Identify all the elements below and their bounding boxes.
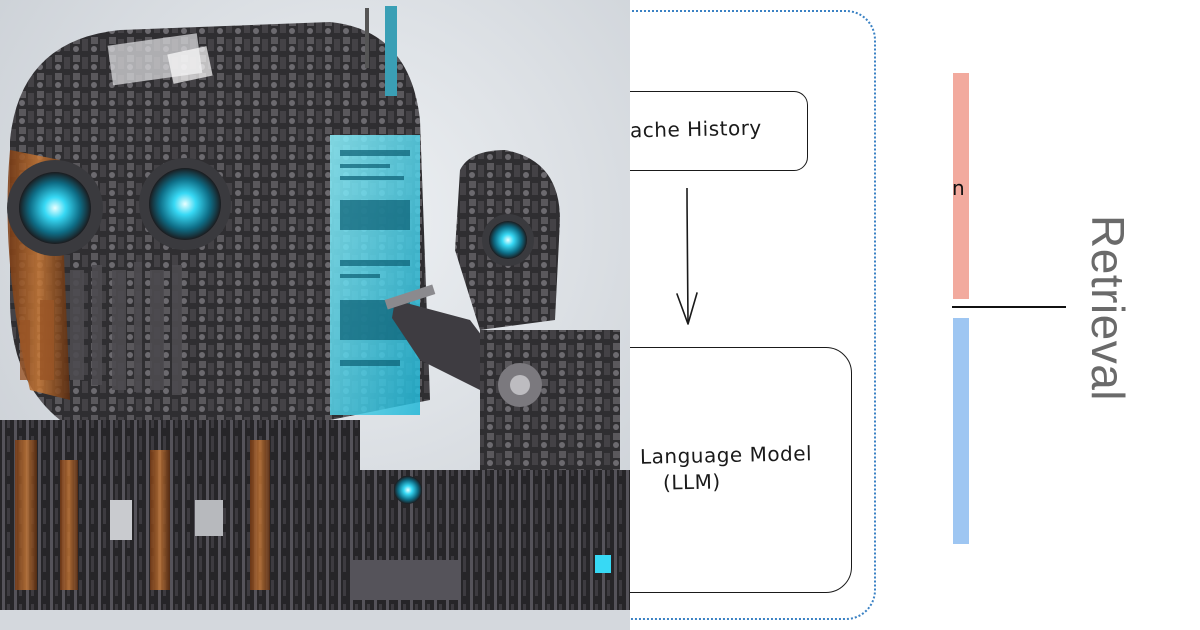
red-bar: [953, 73, 969, 299]
robot-illustration-svg: [0, 0, 630, 630]
blue-bar: [953, 318, 969, 544]
chassis-light-icon: [394, 476, 422, 504]
red-bar-label: n: [952, 176, 965, 200]
down-arrow-icon: [676, 187, 698, 325]
cache-history-box: [630, 91, 808, 171]
horizontal-connector-line: [952, 306, 1066, 308]
small-robot-eye-icon: [489, 221, 527, 259]
llm-box: [630, 347, 852, 593]
dotted-frame: [630, 10, 1200, 620]
right-eye-icon: [149, 168, 221, 240]
llm-box-label: Language Model: [639, 441, 813, 469]
retrieval-side-label: Retrieval: [1082, 214, 1134, 402]
diagram-panel: ache History Language Model (LLM) n Retr…: [630, 0, 1200, 630]
dotted-frame-border: [630, 10, 876, 620]
robot-illustration: [0, 0, 630, 630]
left-eye-icon: [19, 172, 91, 244]
llm-box-sublabel: (LLM): [662, 469, 721, 495]
machine-base: [0, 420, 360, 630]
